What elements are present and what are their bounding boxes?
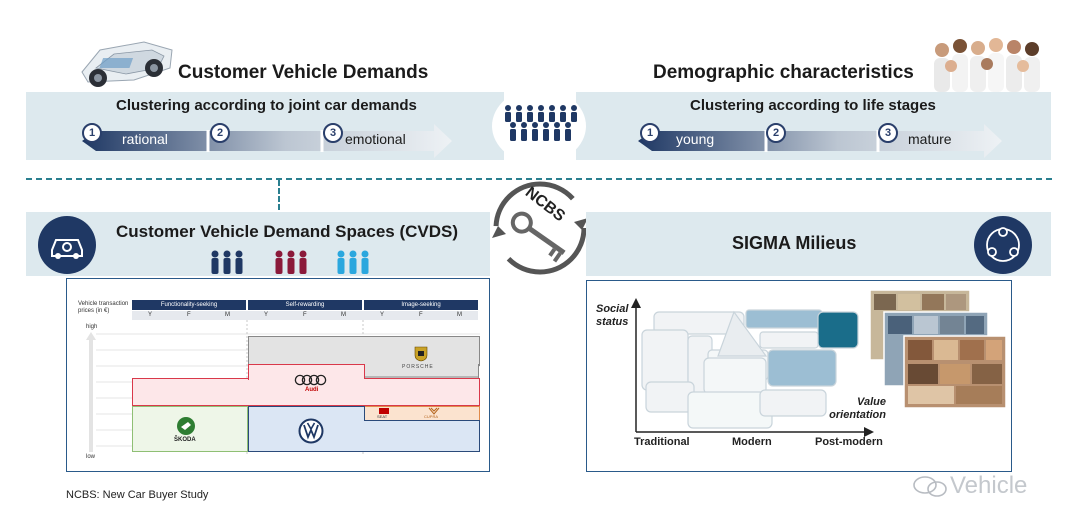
porsche-area-step	[364, 364, 479, 378]
sub-label: Y	[264, 312, 269, 318]
cupra-wordmark: CUPRA	[424, 414, 439, 419]
sub-label: M	[457, 312, 462, 318]
car-chassis-illustration	[81, 41, 173, 87]
porsche-wordmark: PORSCHE	[402, 364, 434, 370]
cvds-band	[26, 212, 490, 276]
footnote: NCBS: New Car Buyer Study	[66, 489, 209, 501]
sigma-x-tick-modern: Modern	[732, 436, 772, 448]
sigma-x-tick-traditional: Traditional	[634, 436, 690, 448]
sigma-title: SIGMA Milieus	[732, 233, 857, 253]
skoda-logo	[177, 417, 195, 435]
vw-area-step	[248, 406, 365, 421]
cvds-title: Customer Vehicle Demand Spaces (CVDS)	[116, 222, 459, 241]
rational-emotional-arrow	[82, 124, 452, 158]
sigma-band	[586, 212, 1051, 276]
crowd-icon	[505, 105, 577, 141]
people-group-photo	[934, 38, 1040, 92]
cvds-y-low: low	[86, 454, 96, 460]
sub-label: F	[187, 312, 191, 318]
vw-area	[248, 420, 480, 452]
right-step-1: 1	[640, 123, 660, 143]
audi-wordmark: Audi	[305, 387, 319, 393]
sigma-x-tick-post-modern: Post-modern	[815, 436, 883, 448]
label-emotional: emotional	[345, 131, 406, 147]
sigma-x-label: Value orientation	[829, 396, 886, 421]
left-step-1: 1	[82, 123, 102, 143]
audi-area	[132, 378, 480, 406]
right-step-3: 3	[878, 123, 898, 143]
chat-bubble-icon	[913, 476, 947, 497]
right-step-2: 2	[766, 123, 786, 143]
milieu-shapes	[641, 309, 859, 429]
segment-header-self-rewarding: Self-rewarding	[248, 300, 362, 310]
right-header-subtitle: Clustering according to life stages	[690, 97, 936, 114]
label-mature: mature	[908, 131, 952, 147]
porsche-area	[248, 336, 480, 366]
left-step-2: 2	[210, 123, 230, 143]
audi-rings-logo	[294, 374, 327, 386]
segment-header-functionality: Functionality-seeking	[132, 300, 246, 310]
cvds-y-axis-label: Vehicle transaction prices (in €)	[78, 301, 129, 314]
label-young: young	[676, 131, 715, 147]
seat-logo	[379, 408, 389, 414]
sub-label: F	[303, 312, 307, 318]
car-settings-icon	[38, 216, 96, 274]
sub-label: M	[225, 312, 230, 318]
watermark-text: Vehicle	[950, 472, 1028, 499]
young-mature-arrow	[638, 124, 1002, 158]
vw-logo	[298, 418, 324, 444]
right-header-title: Demographic characteristics	[653, 62, 914, 83]
cvds-y-high: high	[86, 324, 98, 330]
left-step-3: 3	[323, 123, 343, 143]
person-group-red-icon	[275, 250, 307, 274]
person-group-lightblue-icon	[337, 250, 369, 274]
left-header-subtitle: Clustering according to joint car demand…	[116, 97, 417, 114]
milieu-photo-collage	[869, 289, 1007, 409]
cupra-logo	[428, 407, 440, 415]
left-header-title: Customer Vehicle Demands	[178, 62, 429, 83]
porsche-logo	[414, 346, 428, 362]
segment-header-image-seeking: Image-seeking	[364, 300, 478, 310]
sigma-y-label: Social status	[596, 303, 629, 328]
sigma-axes	[631, 298, 874, 437]
person-group-navy-icon	[211, 250, 243, 274]
price-axis-arrow	[86, 332, 96, 452]
sub-label: Y	[148, 312, 153, 318]
audi-area-step	[248, 364, 365, 380]
sub-header-row	[132, 311, 478, 320]
sub-label: F	[419, 312, 423, 318]
label-rational: rational	[122, 131, 168, 147]
sub-label: M	[341, 312, 346, 318]
skoda-wordmark: ŠKODA	[174, 437, 196, 443]
ncbs-key-icon	[492, 181, 588, 275]
section-divider	[26, 178, 1052, 180]
seat-wordmark: SEAT	[377, 414, 388, 419]
connector-line	[278, 180, 280, 210]
network-people-icon	[974, 216, 1032, 274]
sub-label: Y	[380, 312, 385, 318]
